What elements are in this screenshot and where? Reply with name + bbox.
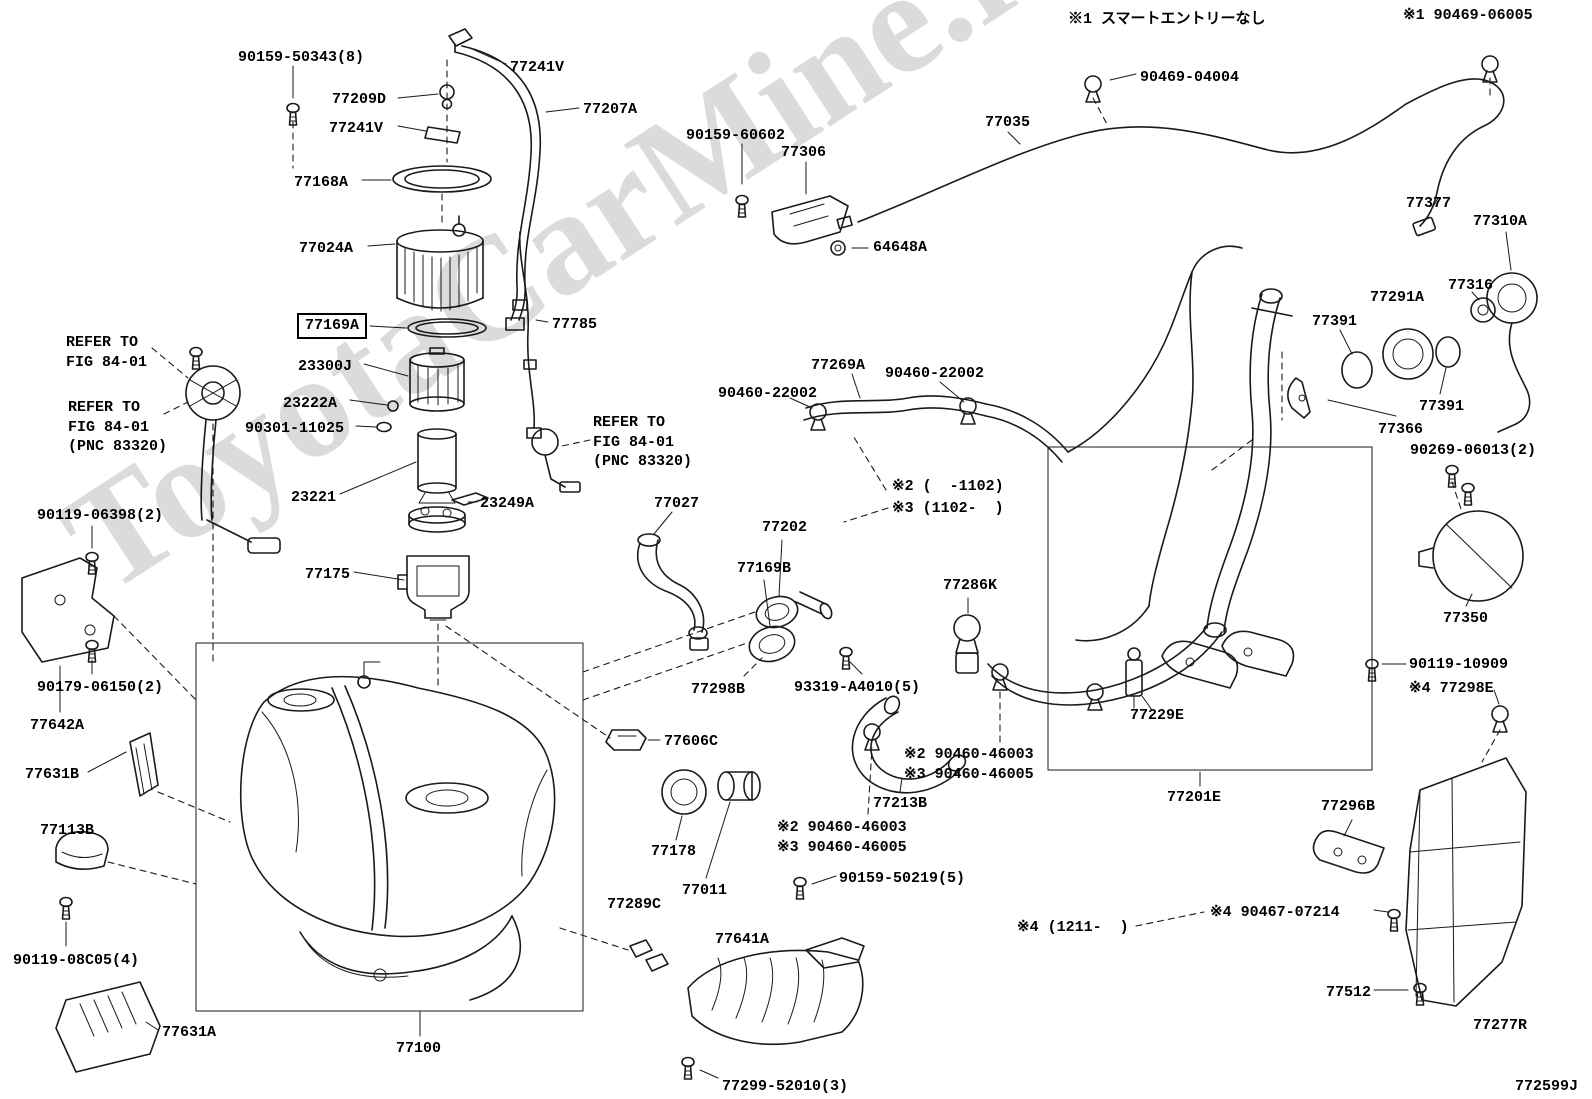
part-label-77169b: 77169B (737, 560, 792, 577)
part-label-3-90460-46005: ※3 90460-46005 (777, 839, 907, 856)
engine-tube-drawing (735, 55, 1505, 523)
part-label-77298b: 77298B (691, 681, 746, 698)
fuel-sender-harness-drawing (512, 231, 581, 493)
part-label-90179-06150-2: 90179-06150(2) (37, 679, 164, 696)
part-label-1: ※1 スマートエントリーなし (1068, 11, 1266, 28)
part-label-77316: 77316 (1448, 277, 1494, 294)
part-label-refer-to-fig-84-01-pnc-83320-2: REFER TO FIG 84-01 (PNC 83320) (593, 414, 693, 470)
part-label-77391-2: 77391 (1419, 398, 1465, 415)
part-label-77641a: 77641A (715, 931, 770, 948)
part-label-77631b: 77631B (25, 766, 80, 783)
tank-shield-drawing (605, 729, 865, 1080)
part-label-90159-50343-8: 90159-50343(8) (238, 49, 365, 66)
part-label-77241v-2: 77241V (329, 120, 384, 137)
part-label-77011: 77011 (682, 882, 728, 899)
part-label-77377: 77377 (1406, 195, 1452, 212)
part-label-77512: 77512 (1326, 984, 1372, 1001)
right-shield-drawing (1135, 510, 1527, 1007)
part-label-4-90467-07214: ※4 90467-07214 (1210, 904, 1340, 921)
fuel-cap-drawing (1327, 231, 1538, 513)
part-label-77269a: 77269A (811, 357, 866, 374)
part-label-77168a: 77168A (294, 174, 349, 191)
part-label-2-90460-46003: ※2 90460-46003 (777, 819, 907, 836)
part-label-77024a: 77024A (299, 240, 354, 257)
part-label-77169a: 77169A (297, 313, 368, 339)
part-label-3-1102: ※3 (1102- ) (892, 500, 1004, 517)
part-label-90159-60602: 90159-60602 (686, 127, 786, 144)
fuel-sender-left-drawing (151, 346, 591, 667)
part-label-77310a: 77310A (1473, 213, 1528, 230)
part-label-77209d: 77209D (332, 91, 387, 108)
part-label-refer-to-fig-84-01-pnc-83320: REFER TO FIG 84-01 (PNC 83320) (68, 399, 168, 455)
part-label-77277r: 77277R (1473, 1017, 1528, 1034)
part-label-2-1102: ※2 ( -1102) (892, 478, 1004, 495)
part-label-90469-04004: 90469-04004 (1140, 69, 1240, 86)
part-label-77229e: 77229E (1130, 707, 1185, 724)
part-label-90159-50219-5: 90159-50219(5) (839, 870, 966, 887)
part-label-77299-52010-3: 77299-52010(3) (722, 1078, 849, 1095)
part-label-77035: 77035 (985, 114, 1031, 131)
part-label-23222a: 23222A (283, 395, 338, 412)
part-label-77631a: 77631A (162, 1024, 217, 1041)
part-label-23300j: 23300J (298, 358, 353, 375)
part-label-1-90469-06005: ※1 90469-06005 (1403, 7, 1533, 24)
part-label-90119-08c05-4: 90119-08C05(4) (13, 952, 140, 969)
part-label-77391: 77391 (1312, 313, 1358, 330)
part-label-77027: 77027 (654, 495, 700, 512)
part-label-64648a: 64648A (873, 239, 928, 256)
filler-pipe-drawing (1047, 245, 1373, 787)
part-label-77213b: 77213B (873, 795, 928, 812)
leader-lines-drawing (286, 47, 661, 741)
part-label-90301-11025: 90301-11025 (245, 420, 345, 437)
part-label-refer-to-fig-84-01: REFER TO FIG 84-01 (66, 334, 148, 371)
part-label-93319-a4010-5: 93319-A4010(5) (794, 679, 921, 696)
part-label-23249a: 23249A (480, 495, 535, 512)
part-label-77178: 77178 (651, 843, 697, 860)
part-label-90460-22002: 90460-22002 (885, 365, 985, 382)
part-label-3-90460-46005-2: ※3 90460-46005 (904, 766, 1034, 783)
center-tubes-drawing (636, 511, 1223, 815)
part-label-90119-10909: 90119-10909 (1409, 656, 1509, 673)
part-label-90119-06398-2: 90119-06398(2) (37, 507, 164, 524)
part-label-77642a: 77642A (30, 717, 85, 734)
part-label-77113b: 77113B (40, 822, 95, 839)
part-label-77350: 77350 (1443, 610, 1489, 627)
part-label-77785: 77785 (552, 316, 598, 333)
part-label-77201e: 77201E (1167, 789, 1222, 806)
part-label-77291a: 77291A (1370, 289, 1425, 306)
part-label-77207a: 77207A (583, 101, 638, 118)
part-label-77100: 77100 (396, 1040, 442, 1057)
part-label-77366: 77366 (1378, 421, 1424, 438)
fuel-tank-drawing (195, 611, 756, 1037)
left-brackets-drawing (21, 525, 231, 1073)
part-label-90460-22002-2: 90460-22002 (718, 385, 818, 402)
part-label-23221: 23221 (291, 489, 337, 506)
part-label-77241v: 77241V (510, 59, 565, 76)
part-label-90269-06013-2: 90269-06013(2) (1410, 442, 1537, 459)
drawing-code: 772599J (1514, 1078, 1578, 1095)
fuel-pump-module-drawing (376, 28, 542, 687)
part-label-4-1211: ※4 (1211- ) (1017, 919, 1129, 936)
part-label-77306: 77306 (781, 144, 827, 161)
part-label-77606c: 77606C (664, 733, 719, 750)
part-label-77289c: 77289C (607, 896, 662, 913)
part-label-4-77298e: ※4 77298E (1409, 680, 1494, 697)
part-label-2-90460-46003-2: ※2 90460-46003 (904, 746, 1034, 763)
part-label-77296b: 77296B (1321, 798, 1376, 815)
part-label-77286k: 77286K (943, 577, 998, 594)
part-label-77202: 77202 (762, 519, 808, 536)
part-label-77175: 77175 (305, 566, 351, 583)
